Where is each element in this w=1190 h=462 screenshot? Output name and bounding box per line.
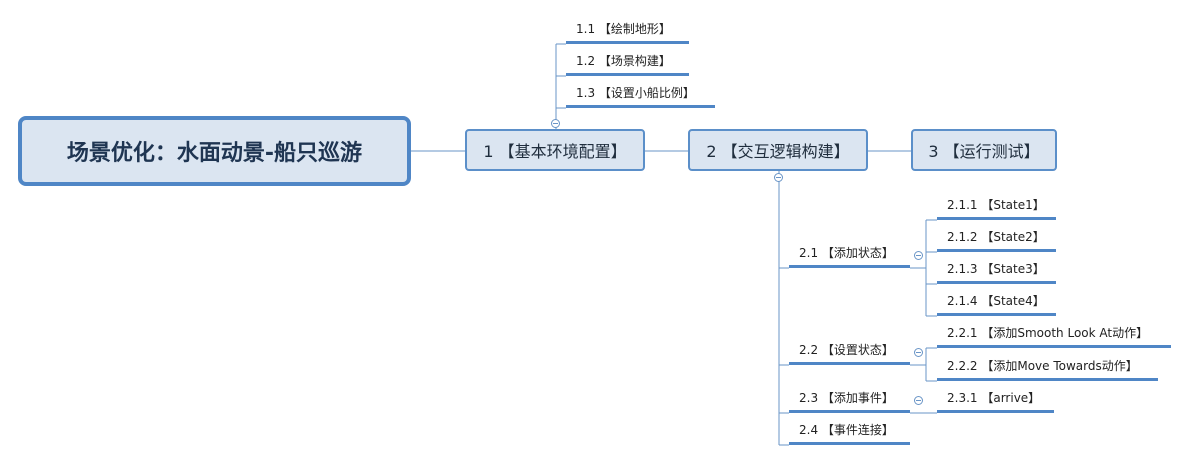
- subtopic-1-3[interactable]: 1.3 【设置小船比例】: [566, 81, 715, 108]
- subtopic-2-1-label: 2.1 【添加状态】: [799, 246, 894, 260]
- subtopic-2-1-4[interactable]: 2.1.4 【State4】: [937, 289, 1056, 316]
- subtopic-2-2[interactable]: 2.2 【设置状态】: [789, 338, 910, 365]
- subtopic-2-3-1[interactable]: 2.3.1 【arrive】: [937, 386, 1054, 413]
- topic-2[interactable]: 2 【交互逻辑构建】: [688, 129, 868, 171]
- subtopic-2-1-2-label: 2.1.2 【State2】: [947, 230, 1045, 244]
- subtopic-2-3-1-label: 2.3.1 【arrive】: [947, 391, 1041, 405]
- subtopic-2-2-2-label: 2.2.2 【添加Move Towards动作】: [947, 359, 1138, 373]
- topic-1[interactable]: 1 【基本环境配置】: [465, 129, 645, 171]
- collapse-topic-2-toggle[interactable]: [774, 173, 783, 182]
- subtopic-2-2-label: 2.2 【设置状态】: [799, 343, 894, 357]
- collapse-subtopic-2-2-toggle[interactable]: [914, 348, 923, 357]
- subtopic-2-1-2[interactable]: 2.1.2 【State2】: [937, 225, 1056, 252]
- topic-2-label: 2 【交互逻辑构建】: [706, 142, 850, 161]
- subtopic-2-3[interactable]: 2.3 【添加事件】: [789, 386, 910, 413]
- subtopic-2-1[interactable]: 2.1 【添加状态】: [789, 241, 910, 268]
- topic-3[interactable]: 3 【运行测试】: [911, 129, 1057, 171]
- subtopic-2-1-3[interactable]: 2.1.3 【State3】: [937, 257, 1056, 284]
- subtopic-1-1[interactable]: 1.1 【绘制地形】: [566, 17, 689, 44]
- subtopic-2-1-1[interactable]: 2.1.1 【State1】: [937, 193, 1056, 220]
- subtopic-2-1-1-label: 2.1.1 【State1】: [947, 198, 1045, 212]
- collapse-subtopic-2-1-toggle[interactable]: [914, 251, 923, 260]
- subtopic-1-1-label: 1.1 【绘制地形】: [576, 22, 671, 36]
- collapse-topic-1-toggle[interactable]: [551, 119, 560, 128]
- subtopic-2-2-1-label: 2.2.1 【添加Smooth Look At动作】: [947, 326, 1149, 340]
- root-topic[interactable]: 场景优化：水面动景-船只巡游: [18, 116, 411, 186]
- subtopic-1-3-label: 1.3 【设置小船比例】: [576, 86, 695, 100]
- collapse-subtopic-2-3-toggle[interactable]: [914, 396, 923, 405]
- topic-3-label: 3 【运行测试】: [928, 142, 1040, 161]
- subtopic-2-3-label: 2.3 【添加事件】: [799, 391, 894, 405]
- subtopic-2-4-label: 2.4 【事件连接】: [799, 423, 894, 437]
- subtopic-1-2[interactable]: 1.2 【场景构建】: [566, 49, 689, 76]
- root-topic-label: 场景优化：水面动景-船只巡游: [66, 141, 363, 166]
- subtopic-2-1-3-label: 2.1.3 【State3】: [947, 262, 1045, 276]
- subtopic-2-1-4-label: 2.1.4 【State4】: [947, 294, 1045, 308]
- subtopic-1-2-label: 1.2 【场景构建】: [576, 54, 671, 68]
- topic-1-label: 1 【基本环境配置】: [483, 142, 627, 161]
- subtopic-2-4[interactable]: 2.4 【事件连接】: [789, 418, 910, 445]
- subtopic-2-2-1[interactable]: 2.2.1 【添加Smooth Look At动作】: [937, 321, 1171, 348]
- subtopic-2-2-2[interactable]: 2.2.2 【添加Move Towards动作】: [937, 354, 1158, 381]
